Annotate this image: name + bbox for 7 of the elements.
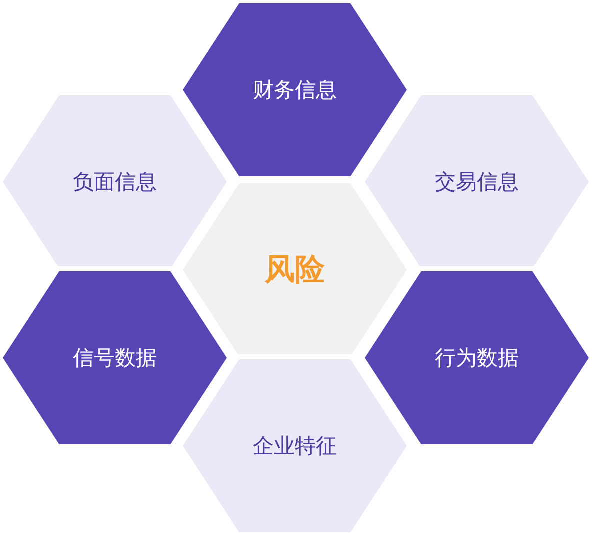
hexagon-label: 企业特征 [252, 433, 338, 460]
hexagon-label: 行为数据 [434, 345, 520, 372]
hexagon-label: 交易信息 [434, 169, 520, 196]
center-label: 风险 [264, 252, 326, 290]
hexagon-label: 负面信息 [72, 169, 158, 196]
hexagon-label: 财务信息 [252, 77, 338, 104]
hexagon-label: 信号数据 [72, 345, 158, 372]
